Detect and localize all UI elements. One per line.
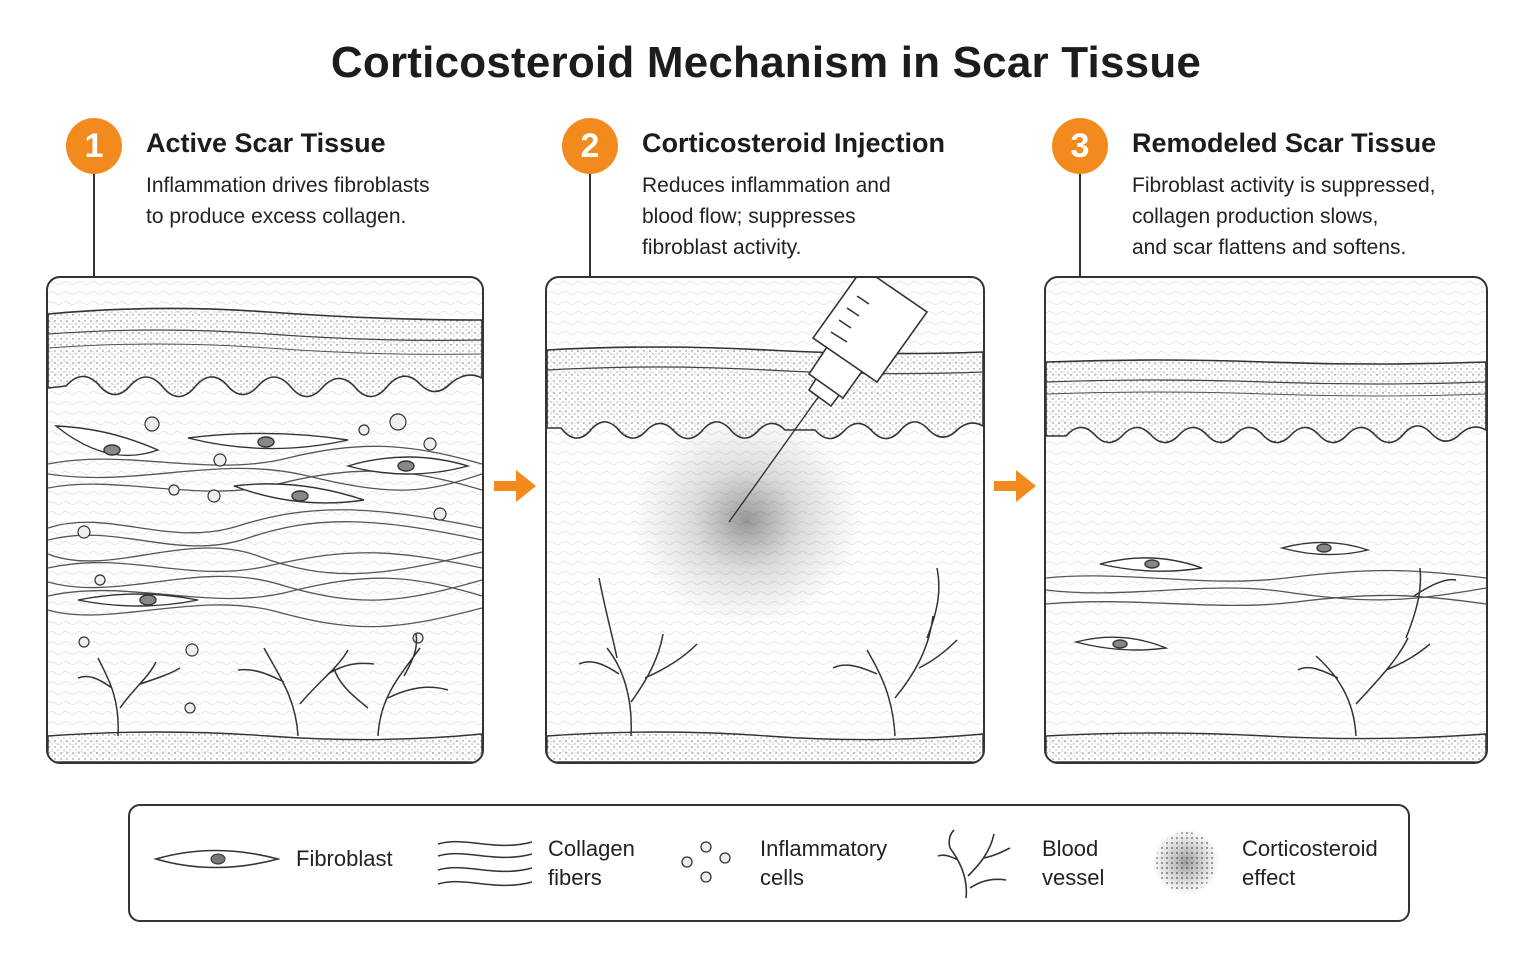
inflammatory-cells-icon	[681, 841, 731, 883]
step-2-desc-line: blood flow; suppresses	[642, 205, 856, 228]
subcutaneous-base	[547, 731, 983, 762]
step-1-connector	[93, 174, 95, 276]
subcutaneous-base	[48, 731, 482, 762]
skin-surface	[1046, 359, 1486, 444]
blood-vessel-icon	[937, 829, 1011, 899]
step-1-badge: 1	[66, 118, 122, 174]
fibroblasts	[53, 425, 471, 607]
panel-active-scar-tissue	[46, 276, 484, 764]
step-2-heading: Corticosteroid Injection	[642, 128, 946, 158]
step-2-description: Reduces inflammation and blood flow; sup…	[642, 170, 891, 263]
collagen-fibers-icon	[437, 840, 533, 887]
step-3-description: Fibroblast activity is suppressed, colla…	[1132, 170, 1435, 263]
fibroblast-icon	[154, 849, 280, 869]
subcutaneous-base	[1046, 732, 1486, 762]
step-1-description: Inflammation drives fibroblasts to produ…	[146, 170, 430, 232]
active-scar-illustration	[48, 278, 482, 762]
legend-item-fibroblast: Fibroblast	[154, 806, 424, 920]
step-2-desc-line: Reduces inflammation and	[642, 174, 891, 197]
step-3-badge: 3	[1052, 118, 1108, 174]
corticosteroid-effect-icon	[1152, 828, 1220, 896]
step-3-connector	[1079, 174, 1081, 276]
step-2-desc-line: fibroblast activity.	[642, 236, 802, 259]
legend-label-fibroblast: Fibroblast	[296, 846, 393, 871]
inflammatory-cells	[77, 413, 447, 714]
step-3-desc-line: and scar flattens and softens.	[1132, 236, 1407, 259]
injection-illustration	[547, 278, 983, 762]
syringe	[728, 278, 929, 523]
step-3-desc-line: collagen production slows,	[1132, 205, 1379, 228]
corticosteroid-diffusion	[627, 410, 867, 630]
remodeled-scar-illustration	[1046, 278, 1486, 762]
step-1-heading: Active Scar Tissue	[146, 128, 386, 158]
diagram-title: Corticosteroid Mechanism in Scar Tissue	[330, 38, 1202, 87]
step-1-desc-line: to produce excess collagen.	[146, 205, 407, 228]
step-3-desc-line: Fibroblast activity is suppressed,	[1132, 174, 1436, 197]
panel-remodeled-scar-tissue	[1044, 276, 1488, 764]
panel-corticosteroid-injection	[545, 276, 985, 764]
step-3-heading: Remodeled Scar Tissue	[1132, 128, 1437, 158]
flow-arrow-right-icon	[494, 470, 536, 502]
flow-arrow-right-icon	[994, 470, 1036, 502]
step-2-badge: 2	[562, 118, 618, 174]
blood-vessels	[1297, 567, 1457, 737]
step-1-desc-line: Inflammation drives fibroblasts	[146, 174, 430, 197]
fibroblasts	[1073, 541, 1371, 651]
blood-vessels	[578, 567, 958, 737]
blood-vessels	[77, 633, 449, 737]
step-2-connector	[589, 174, 591, 276]
